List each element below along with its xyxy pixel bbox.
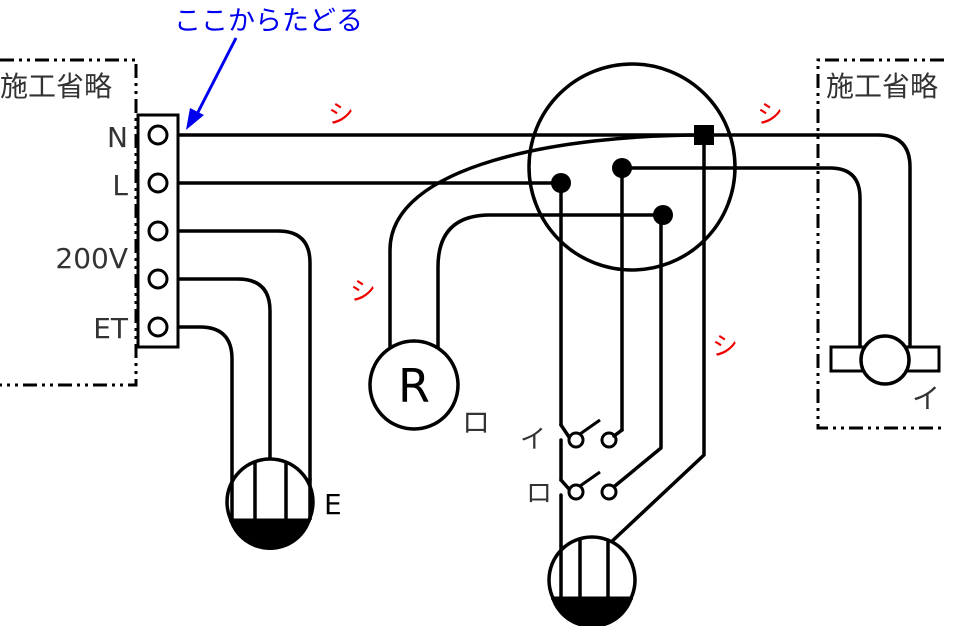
outlet-200v-e bbox=[225, 457, 315, 551]
terminal-label-l: L bbox=[112, 169, 128, 202]
outlet-lower bbox=[547, 535, 637, 626]
wire-switch-ro-return bbox=[608, 213, 663, 492]
lamp-r bbox=[368, 339, 460, 431]
lamp-r-symbol: R bbox=[398, 359, 430, 413]
wire-switch-i-to-light bbox=[620, 166, 862, 352]
cable-mark-2: シ bbox=[757, 100, 783, 130]
cable-mark-4: シ bbox=[712, 332, 738, 362]
trace-start-arrow bbox=[186, 37, 238, 130]
switch-ro bbox=[559, 470, 618, 501]
cable-mark-1: シ bbox=[328, 100, 354, 130]
cable-mark-3: シ bbox=[350, 277, 376, 307]
omitted-area-left bbox=[0, 58, 138, 387]
omitted-label-right: 施工省略 bbox=[826, 70, 938, 103]
junction-box bbox=[527, 62, 737, 272]
terminal-label-n: N bbox=[107, 121, 128, 154]
switch-i-label: イ bbox=[520, 425, 546, 455]
junction-dot-l bbox=[551, 173, 571, 193]
light-i-label: イ bbox=[912, 382, 940, 415]
omitted-label-left: 施工省略 bbox=[0, 70, 112, 103]
junction-dot-switch-i bbox=[612, 158, 632, 178]
wire-n-to-lamp-r bbox=[388, 133, 706, 352]
junction-dot-switch-ro bbox=[653, 205, 673, 225]
lamp-r-id: ロ bbox=[462, 406, 490, 439]
outlet-e-label: E bbox=[324, 488, 342, 521]
terminal-label-200v: 200V bbox=[55, 242, 128, 275]
wire-200v-2 bbox=[156, 277, 272, 472]
switch-i bbox=[559, 418, 624, 449]
wire-switch-ro-to-lamp bbox=[436, 213, 663, 352]
light-fixture-i bbox=[829, 334, 941, 386]
omitted-area-right bbox=[816, 58, 944, 430]
wire-n-to-light bbox=[156, 133, 912, 357]
wire-et bbox=[156, 325, 234, 480]
terminal-screws bbox=[147, 124, 169, 338]
junction-square bbox=[694, 125, 714, 145]
terminal-label-et: ET bbox=[93, 312, 129, 345]
wires bbox=[156, 133, 912, 547]
wire-200v-1 bbox=[156, 229, 312, 482]
trace-start-label: ここからたどる bbox=[174, 6, 363, 37]
switch-ro-label: ロ bbox=[526, 479, 552, 509]
